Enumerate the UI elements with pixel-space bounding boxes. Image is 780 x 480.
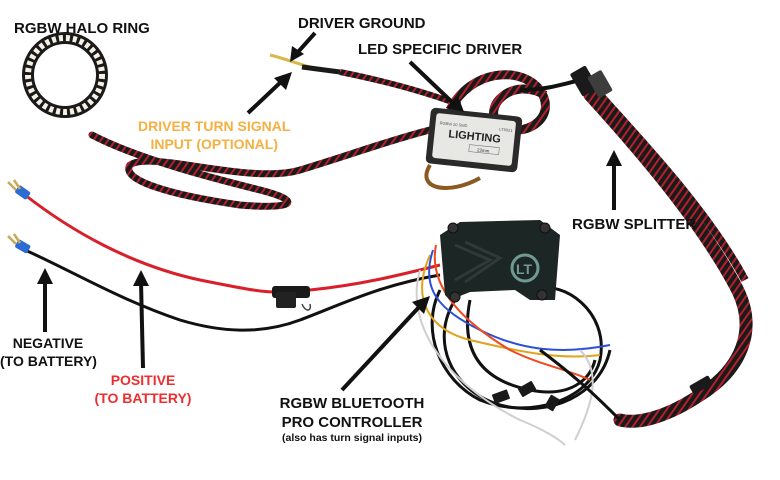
label-negative-line2: (TO BATTERY) xyxy=(0,352,97,369)
driver-ground-braid xyxy=(339,69,462,108)
label-turn-signal-line2: INPUT (OPTIONAL) xyxy=(150,135,278,152)
inline-fuse xyxy=(272,286,312,311)
splitter-connector-1 xyxy=(570,65,598,97)
halo-ring xyxy=(22,32,108,118)
driver-lower-loop xyxy=(424,163,481,190)
label-controller-line2: PRO CONTROLLER xyxy=(281,413,423,431)
driver-ground-heatshrink xyxy=(301,64,341,75)
driver-small-text: RGBW 20 SMD xyxy=(439,120,467,128)
driver-field: 22mm xyxy=(477,147,490,153)
label-driver-ground: DRIVER GROUND xyxy=(298,15,426,32)
label-splitter: RGBW SPLITTER xyxy=(572,216,697,233)
arrow-controller xyxy=(340,296,430,392)
label-turn-signal-line1: DRIVER TURN SIGNAL xyxy=(138,118,291,134)
splitter-braid-2 xyxy=(597,92,749,282)
positive-wire xyxy=(7,179,441,294)
splitter-braid xyxy=(583,88,753,428)
led-driver-box: LIGHTING RGBW 20 SMD LT6021 22mm xyxy=(425,107,523,173)
driver-brand: LIGHTING xyxy=(448,128,502,145)
label-led-driver: LED SPECIFIC DRIVER xyxy=(358,41,523,58)
label-positive: POSITIVE (TO BATTERY) xyxy=(90,372,196,407)
negative-wire xyxy=(7,233,441,332)
driver-model: LT6021 xyxy=(499,127,513,133)
controller-logo-icon xyxy=(510,253,540,283)
controller-plug-3 xyxy=(544,394,560,412)
label-positive-line2: (TO BATTERY) xyxy=(94,389,192,406)
splitter-inline-connector xyxy=(689,375,713,395)
label-positive-line1: POSITIVE xyxy=(110,372,176,388)
label-negative: NEGATIVE (TO BATTERY) xyxy=(0,335,97,370)
label-turn-signal: DRIVER TURN SIGNAL INPUT (OPTIONAL) xyxy=(138,118,290,153)
arrow-turn-signal xyxy=(246,72,292,115)
label-halo-ring: RGBW HALO RING xyxy=(14,20,150,37)
arrow-splitter xyxy=(606,150,622,210)
arrow-negative xyxy=(37,268,53,332)
controller-plug-2 xyxy=(517,381,537,397)
label-controller: RGBW BLUETOOTH PRO CONTROLLER (also has … xyxy=(262,395,442,444)
arrow-driver-ground xyxy=(290,31,317,62)
splitter-connector-2 xyxy=(587,70,613,98)
label-controller-note: (also has turn signal inputs) xyxy=(281,431,422,444)
arrow-led-driver xyxy=(408,60,464,112)
label-controller-line1: RGBW BLUETOOTH xyxy=(279,395,425,412)
arrow-positive xyxy=(133,270,149,369)
controller-plug-1 xyxy=(491,389,510,404)
label-negative-line1: NEGATIVE xyxy=(12,335,84,351)
driver-harness-coil xyxy=(445,70,550,135)
bluetooth-controller: LT xyxy=(440,220,560,303)
controller-logo-text: LT xyxy=(516,261,533,277)
halo-harness xyxy=(88,126,434,210)
